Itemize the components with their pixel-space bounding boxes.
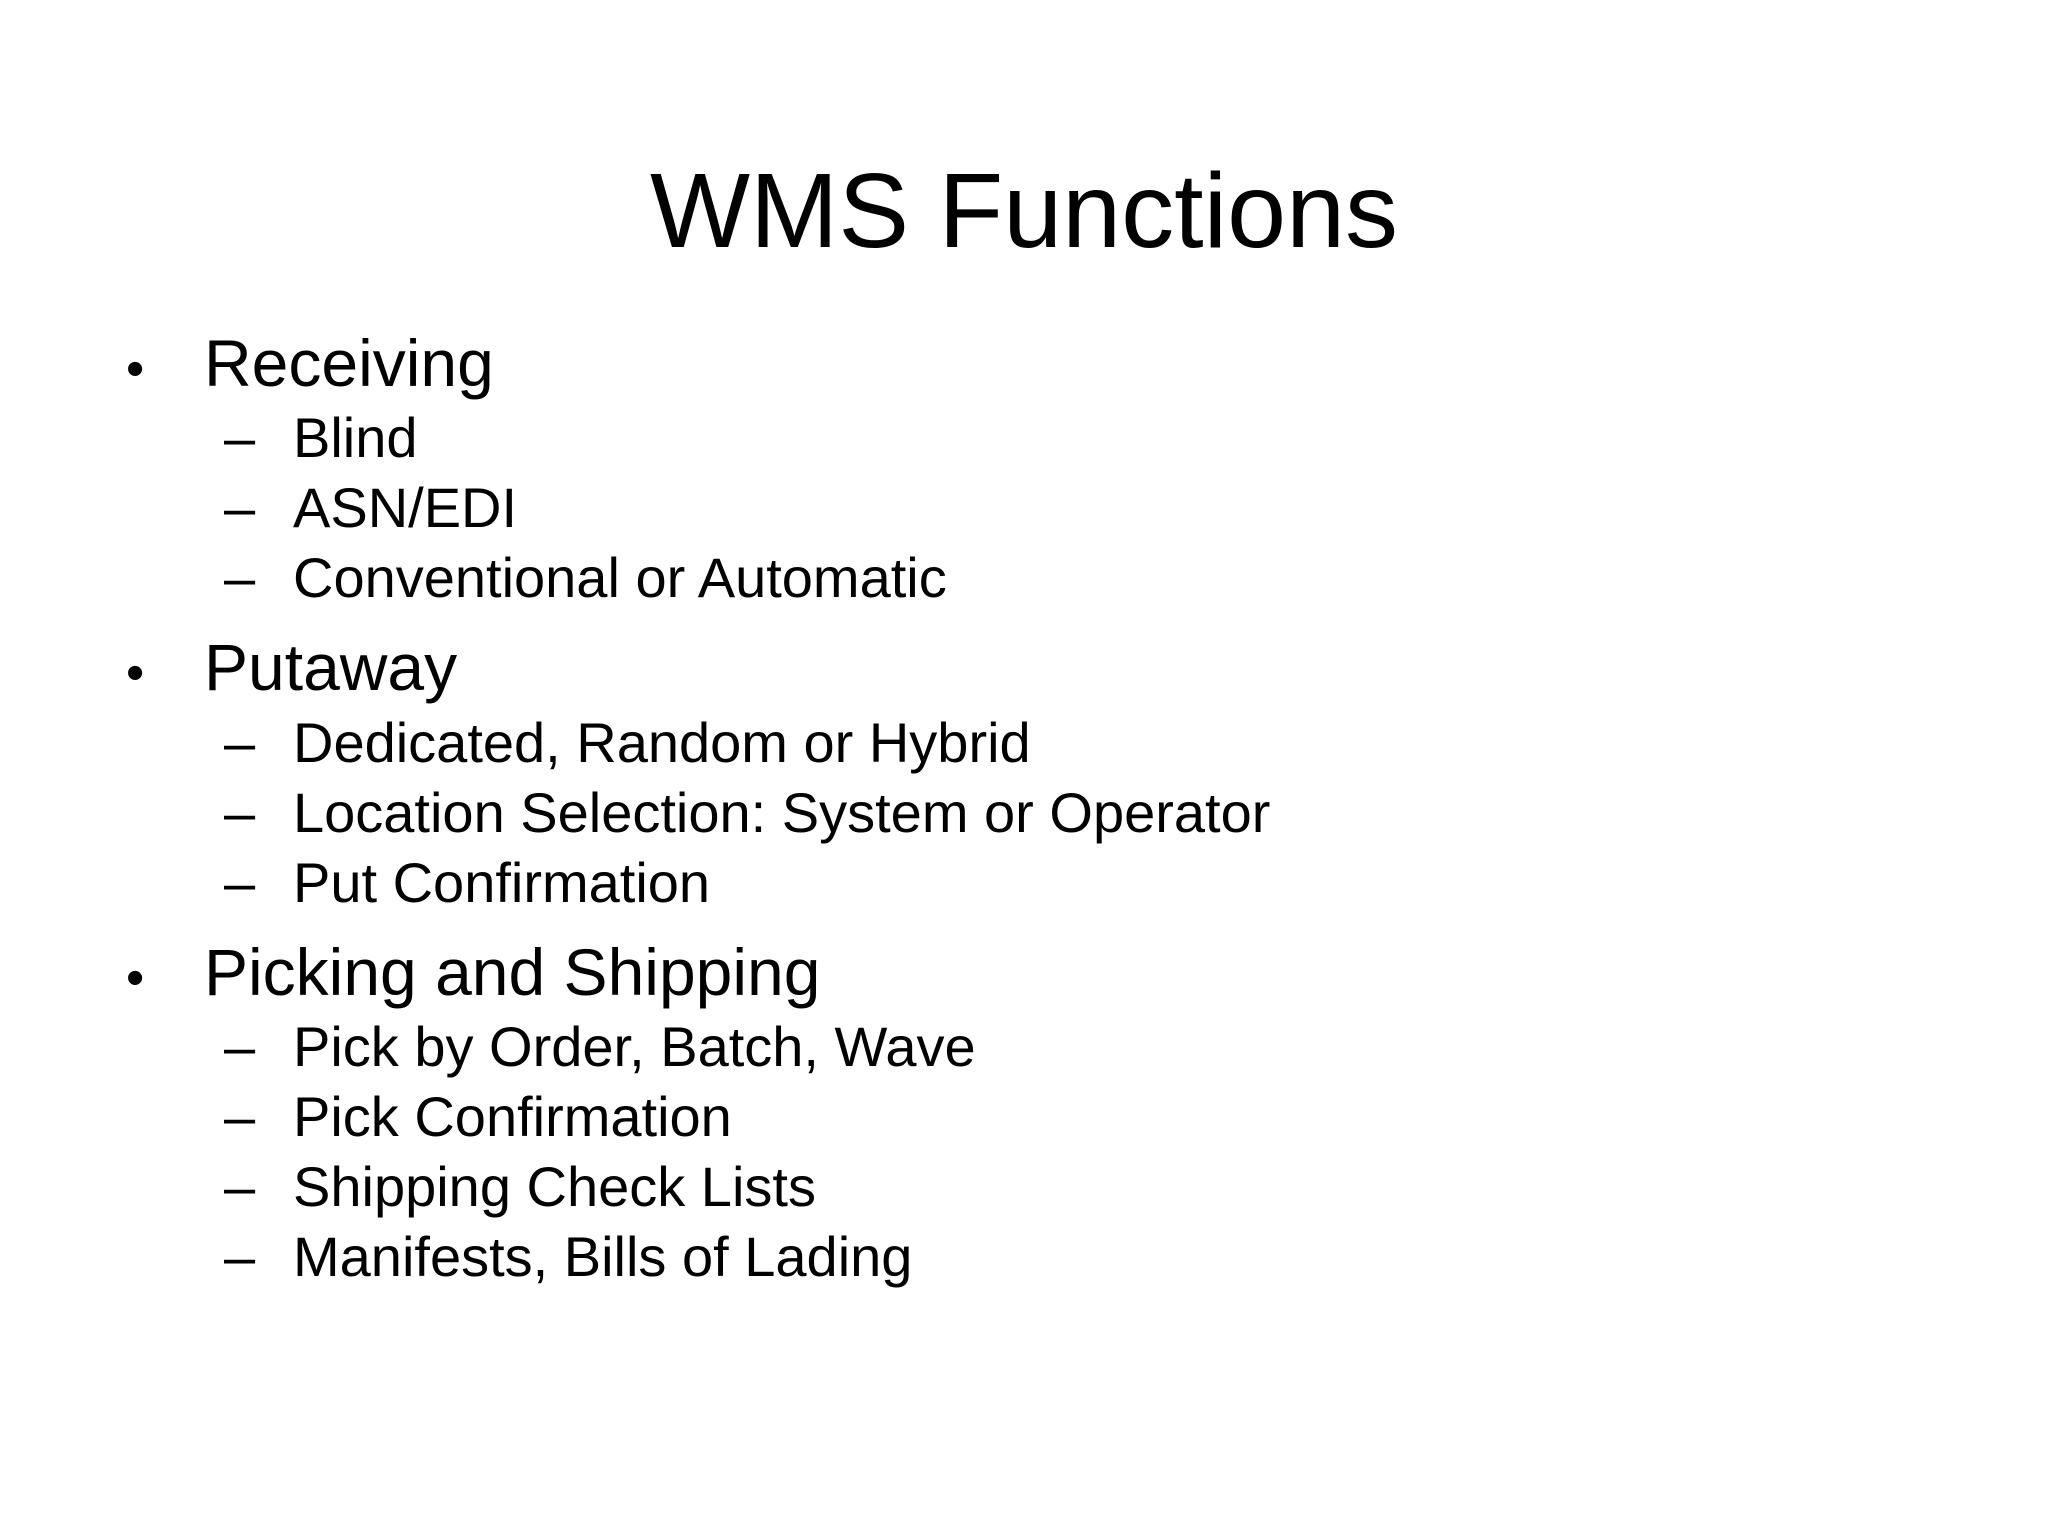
dash-icon: – — [224, 1085, 256, 1149]
sub-item-text: Dedicated, Random or Hybrid — [293, 710, 1031, 774]
list-item-level2: – Conventional or Automatic — [224, 543, 2048, 613]
list-item-level1: • Picking and Shipping — [126, 932, 2048, 1013]
list-item-level1: • Putaway — [126, 627, 2048, 708]
list-item-level2: – Dedicated, Random or Hybrid — [224, 708, 2048, 778]
dash-icon: – — [224, 1225, 256, 1289]
bullet-icon: • — [126, 644, 145, 703]
sub-item-text: Pick Confirmation — [293, 1085, 732, 1149]
dash-icon: – — [224, 546, 256, 610]
list-item-level2: – Pick by Order, Batch, Wave — [224, 1012, 2048, 1082]
dash-icon: – — [224, 850, 256, 914]
sub-item-text: Blind — [293, 406, 418, 470]
sub-item-text: ASN/EDI — [293, 476, 518, 540]
list-item-level2: – Put Confirmation — [224, 848, 2048, 918]
list-item-level2: – Shipping Check Lists — [224, 1152, 2048, 1222]
list-item-level2: – Pick Confirmation — [224, 1082, 2048, 1152]
sub-item-text: Location Selection: System or Operator — [293, 780, 1271, 844]
list-item-level2: – Blind — [224, 403, 2048, 473]
dash-icon: – — [224, 710, 256, 774]
dash-icon: – — [224, 1155, 256, 1219]
list-item-level2: – Manifests, Bills of Lading — [224, 1222, 2048, 1292]
sub-item-text: Put Confirmation — [293, 850, 711, 914]
list-item-level2: – Location Selection: System or Operator — [224, 778, 2048, 848]
list-item-level1: • Receiving — [126, 323, 2048, 404]
sub-item-text: Conventional or Automatic — [293, 546, 947, 610]
slide-title: WMS Functions — [649, 152, 1399, 270]
dash-icon: – — [224, 1015, 256, 1079]
bullet-list: • Receiving – Blind – ASN/EDI – Conventi… — [0, 323, 2048, 1293]
dash-icon: – — [224, 476, 256, 540]
bullet-icon: • — [126, 339, 145, 398]
sub-item-text: Manifests, Bills of Lading — [293, 1225, 913, 1289]
list-item-level2: – ASN/EDI — [224, 473, 2048, 543]
sub-item-text: Pick by Order, Batch, Wave — [293, 1015, 976, 1079]
section-label: Picking and Shipping — [204, 934, 821, 1009]
dash-icon: – — [224, 780, 256, 844]
section-label: Receiving — [204, 325, 494, 400]
sub-item-text: Shipping Check Lists — [293, 1155, 816, 1219]
section-label: Putaway — [204, 630, 458, 705]
dash-icon: – — [224, 406, 256, 470]
bullet-icon: • — [126, 948, 145, 1007]
